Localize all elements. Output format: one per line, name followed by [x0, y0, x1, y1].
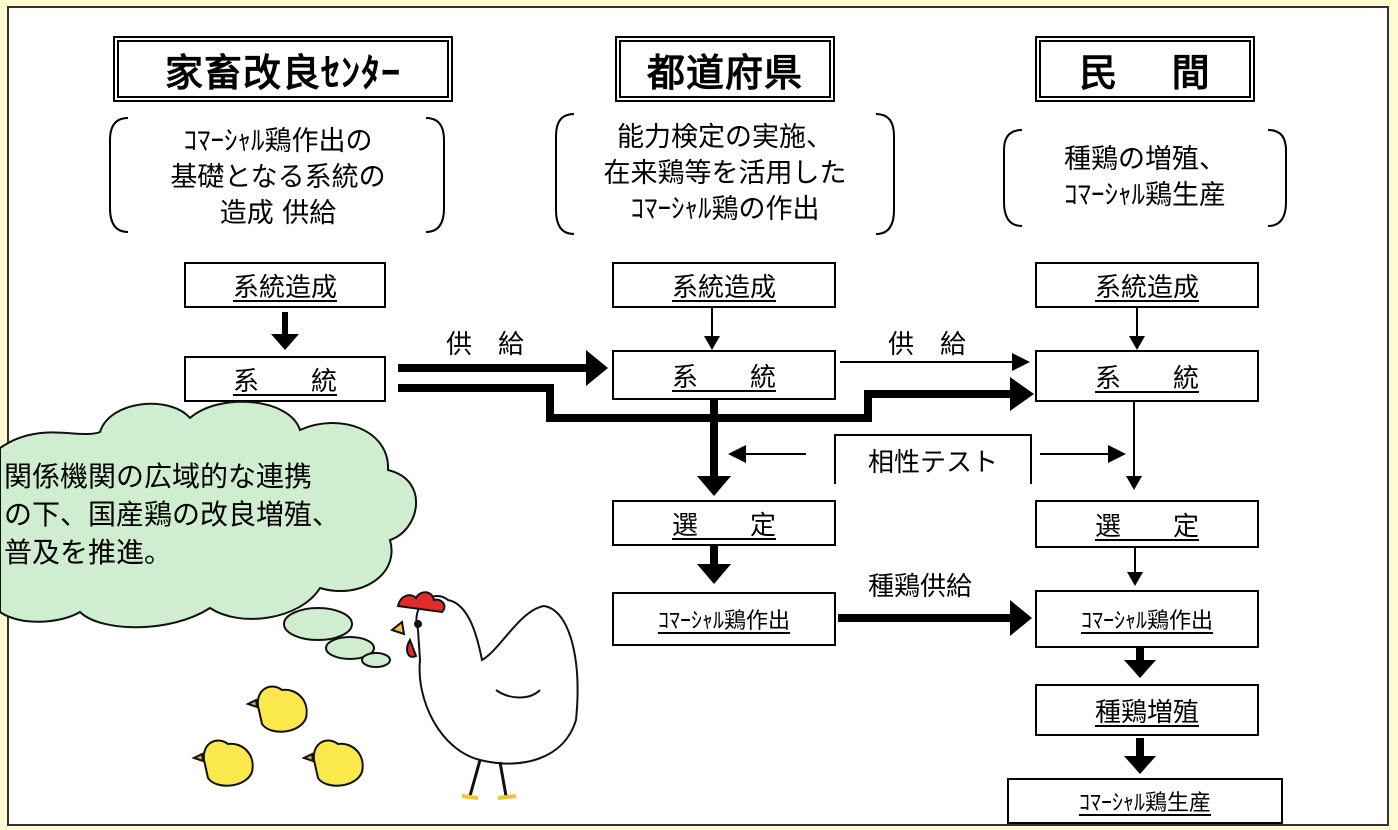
arrow-center-to-private	[398, 384, 1012, 422]
box-priv-line: 系 統	[1035, 350, 1259, 402]
role-prefecture: 能力検定の実施、 在来鶏等を活用した ｺﾏｰｼｬﾙ鶏の作出	[603, 122, 847, 225]
header-livestock-improvement-center: 家畜改良ｾﾝﾀｰ	[113, 36, 453, 102]
chick-icon	[191, 685, 364, 787]
label-supply-pref-to-private: 供 給	[888, 330, 967, 360]
role-private: 種鶏の増殖、 ｺﾏｰｼｬﾙ鶏生産	[1064, 144, 1226, 211]
label-supply-center-to-pref: 供 給	[446, 330, 525, 360]
role-center: ｺﾏｰｼｬﾙ鶏作出の 基礎となる系統の 造成 供給	[170, 126, 386, 229]
speech-cloud	[0, 400, 417, 629]
hen-icon	[389, 591, 579, 800]
box-priv-commercial-production: ｺﾏｰｼｬﾙ鶏生産	[1007, 778, 1283, 824]
bracket-center	[109, 117, 445, 233]
box-center-line-breeding: 系統造成	[184, 262, 386, 308]
box-priv-selection: 選 定	[1035, 500, 1259, 548]
box-priv-line-breeding: 系統造成	[1035, 262, 1259, 308]
box-pref-line-breeding: 系統造成	[612, 262, 836, 308]
header-private-sector: 民 間	[1035, 36, 1255, 102]
thought-bubbles-icon	[283, 607, 391, 668]
header-prefectures: 都道府県	[615, 36, 835, 102]
box-pref-line: 系 統	[612, 350, 836, 400]
box-pref-selection: 選 定	[612, 500, 836, 546]
label-breeder-supply: 種鶏供給	[868, 572, 973, 602]
box-center-line: 系 統	[184, 356, 386, 402]
box-compatibility-test: 相性テスト	[834, 434, 1032, 484]
bracket-private	[1003, 129, 1287, 227]
box-pref-commercial-creation: ｺﾏｰｼｬﾙ鶏作出	[612, 592, 836, 646]
speech-text: 関係機関の広域的な連携 の下、国産鶏の改良増殖、 普及を推進。	[4, 460, 341, 569]
box-priv-breeder-multiplication: 種鶏増殖	[1035, 684, 1259, 736]
box-priv-commercial-creation: ｺﾏｰｼｬﾙ鶏作出	[1035, 590, 1259, 648]
bracket-prefecture	[555, 113, 895, 235]
